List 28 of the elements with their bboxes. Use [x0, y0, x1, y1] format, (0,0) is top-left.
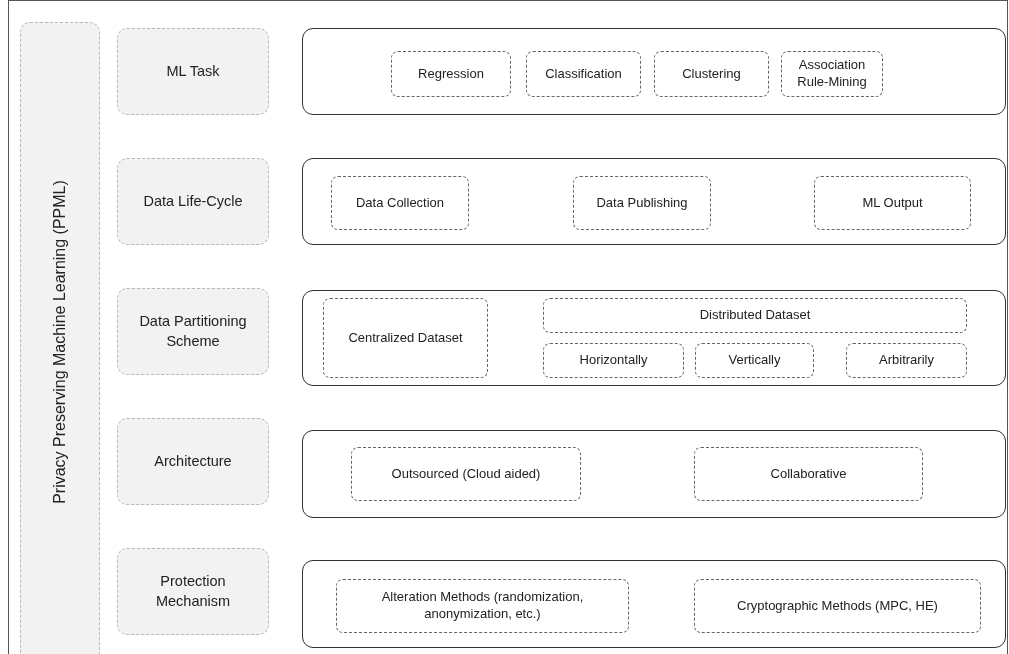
option-box: Cryptographic Methods (MPC, HE) [694, 579, 981, 633]
category-box: ML Task [117, 28, 269, 115]
category-box: Architecture [117, 418, 269, 505]
option-box: Data Publishing [573, 176, 711, 230]
option-box: Collaborative [694, 447, 923, 501]
option-box: ML Output [814, 176, 971, 230]
category-box: Data Partitioning Scheme [117, 288, 269, 375]
option-box: Centralized Dataset [323, 298, 488, 378]
option-box: Clustering [654, 51, 769, 97]
option-box: Data Collection [331, 176, 469, 230]
category-box: Data Life-Cycle [117, 158, 269, 245]
option-box: Distributed Dataset [543, 298, 967, 333]
row-panel [302, 560, 1006, 648]
option-box: Vertically [695, 343, 814, 378]
row-panel [302, 28, 1006, 115]
vertical-title: Privacy Preserving Machine Learning (PPML) [51, 180, 69, 504]
option-box: Horizontally [543, 343, 684, 378]
option-box: Outsourced (Cloud aided) [351, 447, 581, 501]
option-box: Classification [526, 51, 641, 97]
row-panel [302, 290, 1006, 386]
row-panel [302, 158, 1006, 245]
side-panel [20, 22, 100, 654]
option-box: Regression [391, 51, 511, 97]
option-box: Arbitrarily [846, 343, 967, 378]
option-box: Association Rule-Mining [781, 51, 883, 97]
option-box: Alteration Methods (randomization, anonymization, etc.) [336, 579, 629, 633]
row-panel [302, 430, 1006, 518]
category-box: Protection Mechanism [117, 548, 269, 635]
